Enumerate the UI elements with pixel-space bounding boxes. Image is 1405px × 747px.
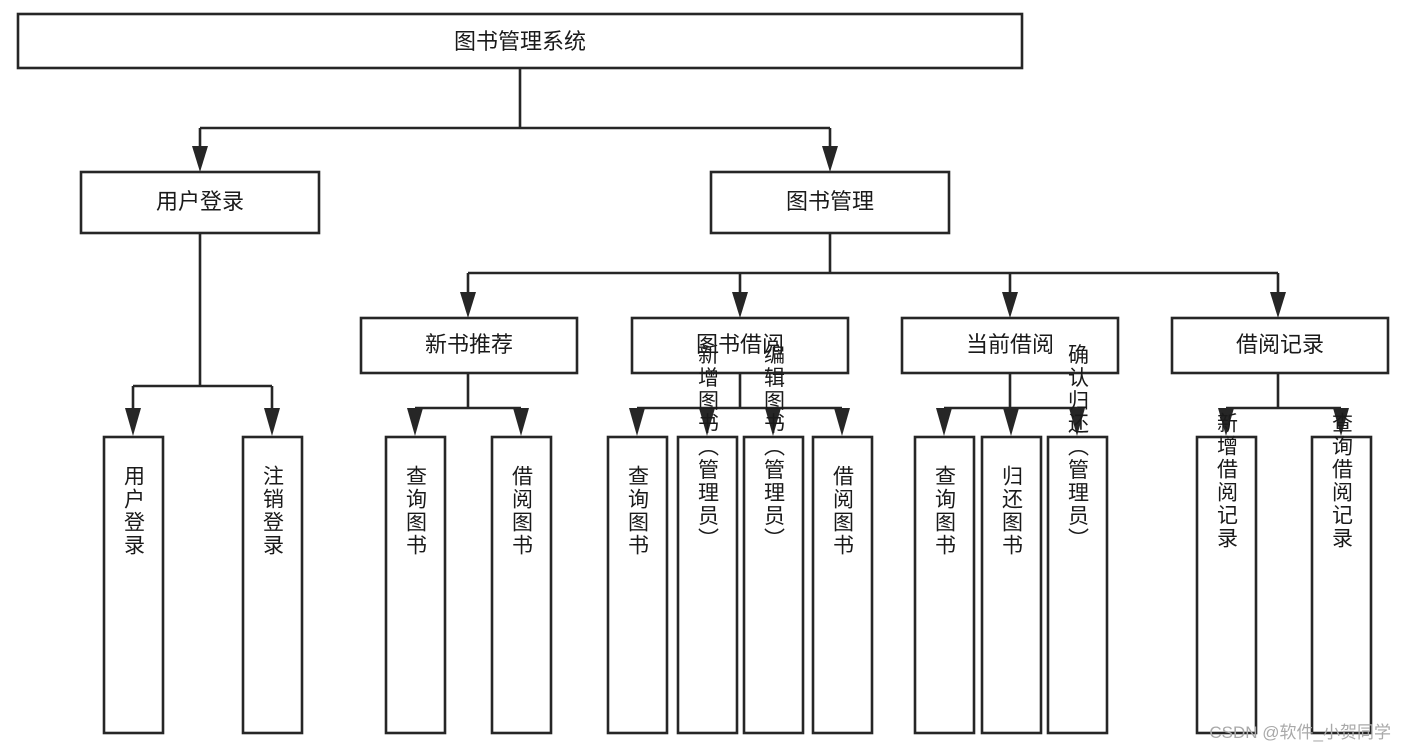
node-leaf-user-login-label: 用户登录 (122, 465, 146, 557)
node-book-manage-box[interactable] (709, 170, 951, 235)
node-leaf-borrow-book-2-label: 借阅图书 (831, 465, 855, 557)
node-leaf-return-book-label: 归还图书 (1000, 465, 1024, 557)
node-leaf-query-record-box[interactable] (1310, 435, 1373, 735)
arrow-head-to-userlogin (192, 146, 208, 172)
node-borrow-record[interactable]: 借阅记录 (1170, 316, 1390, 375)
node-book-manage-label: 图书管理 (786, 189, 874, 214)
node-borrow-record-box[interactable] (1170, 316, 1390, 375)
node-leaf-add-record-label: 新增借阅记录 (1215, 412, 1239, 550)
node-current-borrow-box[interactable] (900, 316, 1120, 375)
node-leaf-edit-book-label: 编辑图书（管理员） (762, 344, 786, 551)
node-leaf-borrow-book-1[interactable]: 借阅图书 (490, 435, 553, 735)
node-root[interactable]: 图书管理系统 (16, 12, 1024, 70)
node-leaf-query-book-2-label: 查询图书 (626, 465, 650, 557)
node-leaf-confirm-return[interactable]: 确认归还（管理员） (1046, 344, 1109, 735)
arrow-head-leaf-query-book-3 (936, 408, 952, 436)
node-user-login[interactable]: 用户登录 (79, 170, 321, 235)
node-leaf-query-book-1-label: 查询图书 (404, 465, 428, 557)
node-book-borrow-box[interactable] (630, 316, 850, 375)
node-leaf-add-record-box[interactable] (1195, 435, 1258, 735)
node-leaf-add-record[interactable]: 新增借阅记录 (1195, 412, 1258, 735)
node-leaf-user-login[interactable]: 用户登录 (102, 435, 165, 735)
node-leaf-borrow-book-2[interactable]: 借阅图书 (811, 435, 874, 735)
arrow-head-leaf-user-login (125, 408, 141, 436)
arrow-head-leaf-return-book (1003, 408, 1019, 436)
connector-layer (125, 68, 1349, 436)
node-leaf-query-book-3-label: 查询图书 (933, 465, 957, 557)
node-leaf-add-book[interactable]: 新增图书（管理员） (676, 344, 739, 735)
node-book-manage[interactable]: 图书管理 (709, 170, 951, 235)
node-book-borrow-label: 图书借阅 (696, 332, 784, 357)
node-leaf-borrow-book-2-box[interactable] (811, 435, 874, 735)
node-leaf-user-login-box[interactable] (102, 435, 165, 735)
node-leaf-add-book-label: 新增图书（管理员） (696, 344, 720, 551)
arrow-head-leaf-add-record (1218, 408, 1234, 436)
node-leaf-return-book-box[interactable] (980, 435, 1043, 735)
arrow-head-leaf-query-record (1333, 408, 1349, 436)
node-leaf-query-book-1[interactable]: 查询图书 (384, 435, 447, 735)
node-leaf-edit-book-box[interactable] (742, 435, 805, 735)
node-leaf-query-book-3[interactable]: 查询图书 (913, 435, 976, 735)
node-leaf-borrow-book-1-box[interactable] (490, 435, 553, 735)
node-new-book-recommend[interactable]: 新书推荐 (359, 316, 579, 375)
watermark: CSDN @软件_小贺同学 (1209, 723, 1391, 742)
node-leaf-query-book-1-box[interactable] (384, 435, 447, 735)
arrow-head-to-newbook (460, 292, 476, 318)
node-leaf-edit-book[interactable]: 编辑图书（管理员） (742, 344, 805, 735)
arrow-head-leaf-borrow-book-2 (834, 408, 850, 436)
node-leaf-query-book-3-box[interactable] (913, 435, 976, 735)
arrow-head-leaf-logout (264, 408, 280, 436)
node-leaf-query-book-2[interactable]: 查询图书 (606, 435, 669, 735)
arrow-head-leaf-query-book-2 (629, 408, 645, 436)
node-book-borrow[interactable]: 图书借阅 (630, 316, 850, 375)
node-leaf-confirm-return-label: 确认归还（管理员） (1066, 344, 1090, 551)
arrow-head-to-bookborrow (732, 292, 748, 318)
node-current-borrow-label: 当前借阅 (966, 332, 1054, 357)
node-root-label: 图书管理系统 (454, 29, 586, 54)
node-new-book-recommend-label: 新书推荐 (425, 332, 513, 357)
node-leaf-logout-label: 注销登录 (261, 465, 285, 557)
node-root-box[interactable] (16, 12, 1024, 70)
node-leaf-query-record[interactable]: 查询借阅记录 (1310, 412, 1373, 735)
arrow-head-leaf-confirm-return (1069, 408, 1085, 436)
node-current-borrow[interactable]: 当前借阅 (900, 316, 1120, 375)
node-leaf-query-book-2-box[interactable] (606, 435, 669, 735)
node-leaf-logout-box[interactable] (241, 435, 304, 735)
node-new-book-recommend-box[interactable] (359, 316, 579, 375)
arrow-head-leaf-edit-book (765, 408, 781, 436)
node-leaf-add-book-box[interactable] (676, 435, 739, 735)
node-leaf-query-record-label: 查询借阅记录 (1330, 412, 1354, 550)
node-leaf-return-book[interactable]: 归还图书 (980, 435, 1043, 735)
node-leaf-borrow-book-1-label: 借阅图书 (510, 465, 534, 557)
arrow-head-to-borrowrecord (1270, 292, 1286, 318)
arrow-head-leaf-query-book-1 (407, 408, 423, 436)
node-leaf-logout[interactable]: 注销登录 (241, 435, 304, 735)
node-leaf-confirm-return-box[interactable] (1046, 435, 1109, 735)
node-borrow-record-label: 借阅记录 (1236, 332, 1324, 357)
arrow-head-to-bookmanage (822, 146, 838, 172)
node-user-login-box[interactable] (79, 170, 321, 235)
arrow-head-to-currentborrow (1002, 292, 1018, 318)
arrow-head-leaf-add-book (699, 408, 715, 436)
node-user-login-label: 用户登录 (156, 189, 244, 214)
arrow-head-leaf-borrow-book-1 (513, 408, 529, 436)
